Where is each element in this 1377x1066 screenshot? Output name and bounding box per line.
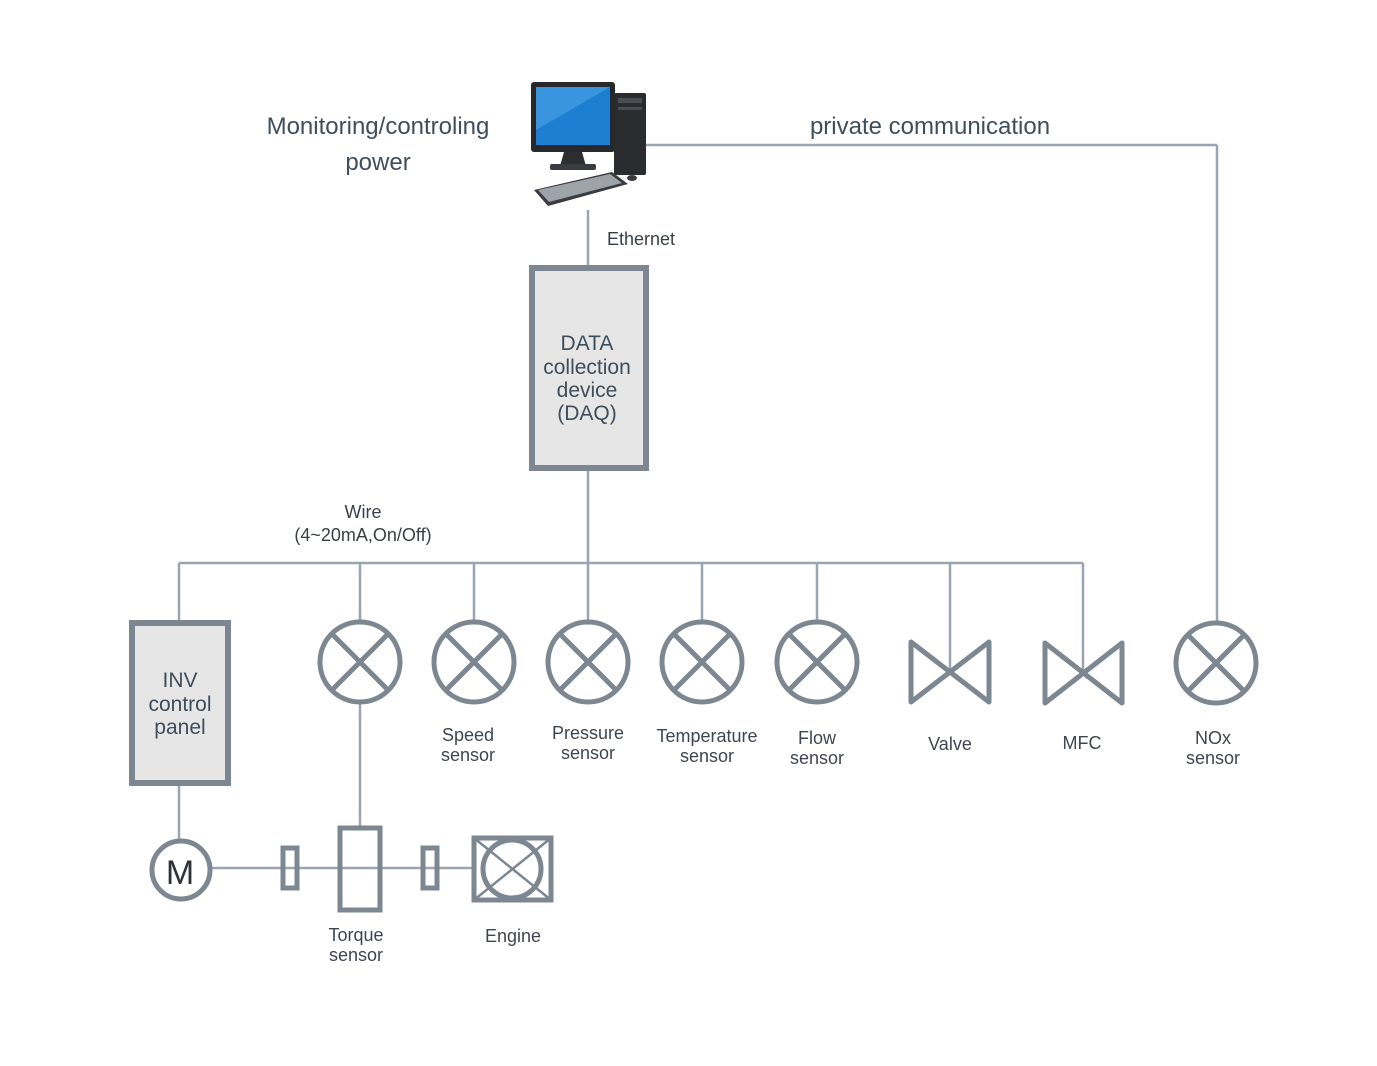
monitoring-label-line2: power	[345, 149, 410, 176]
mfc-label: MFC	[1063, 733, 1102, 753]
pressure-sensor-label-line2: sensor	[561, 743, 615, 763]
nox-sensor-symbol	[1173, 620, 1259, 706]
ethernet-label: Ethernet	[607, 229, 675, 249]
engine-label: Engine	[485, 926, 541, 946]
torque-label-line2: sensor	[329, 945, 383, 965]
torque-sensor-body	[337, 825, 383, 913]
speed-sensor-label-line1: Speed	[442, 725, 494, 745]
private-communication-label: private communication	[810, 113, 1050, 140]
engine-symbol	[471, 835, 554, 903]
inv-control-panel: INV control panel	[129, 620, 231, 786]
coupling-right	[420, 845, 440, 891]
motor-label: M	[166, 854, 194, 892]
mouse	[627, 175, 637, 181]
wire-label-line1: Wire	[345, 502, 382, 522]
nox-sensor-label-line1: NOx	[1195, 728, 1231, 748]
temperature-sensor-label-line2: sensor	[680, 746, 734, 766]
computer-icon	[531, 82, 646, 206]
temperature-sensor-symbol	[659, 619, 745, 705]
speed-sensor-label-line2: sensor	[441, 745, 495, 765]
daq-label-line1: DATA	[561, 332, 614, 355]
mfc-symbol	[1042, 640, 1125, 706]
inv-label-line2: control	[148, 693, 211, 716]
flow-sensor-label-line2: sensor	[790, 748, 844, 768]
speed-sensor-symbol	[431, 619, 517, 705]
inv-label-line1: INV	[162, 669, 197, 692]
flow-sensor-symbol	[774, 619, 860, 705]
pressure-sensor-symbol	[545, 619, 631, 705]
pressure-sensor-label-line1: Pressure	[552, 723, 624, 743]
nox-sensor-label-line2: sensor	[1186, 748, 1240, 768]
daq-label-line4: (DAQ)	[557, 402, 617, 425]
torque-label-line1: Torque	[328, 925, 383, 945]
inv-label-line3: panel	[154, 716, 205, 739]
daq-label-line2: collection	[543, 356, 631, 379]
monitoring-label-line1: Monitoring/controling	[267, 113, 490, 140]
motor-symbol: M	[149, 838, 213, 902]
connection-lines	[177, 143, 1219, 870]
flow-sensor-label-line1: Flow	[798, 728, 837, 748]
valve-symbol	[908, 639, 992, 705]
wire-label-line2: (4~20mA,On/Off)	[294, 525, 431, 545]
daq-box: DATA collection device (DAQ)	[529, 265, 649, 471]
daq-label-line3: device	[557, 379, 618, 402]
computer-tower	[614, 93, 646, 175]
temperature-sensor-label-line1: Temperature	[656, 726, 757, 746]
coupling-left	[280, 845, 300, 891]
torque-signal-symbol	[317, 619, 403, 705]
valve-label: Valve	[928, 734, 972, 754]
